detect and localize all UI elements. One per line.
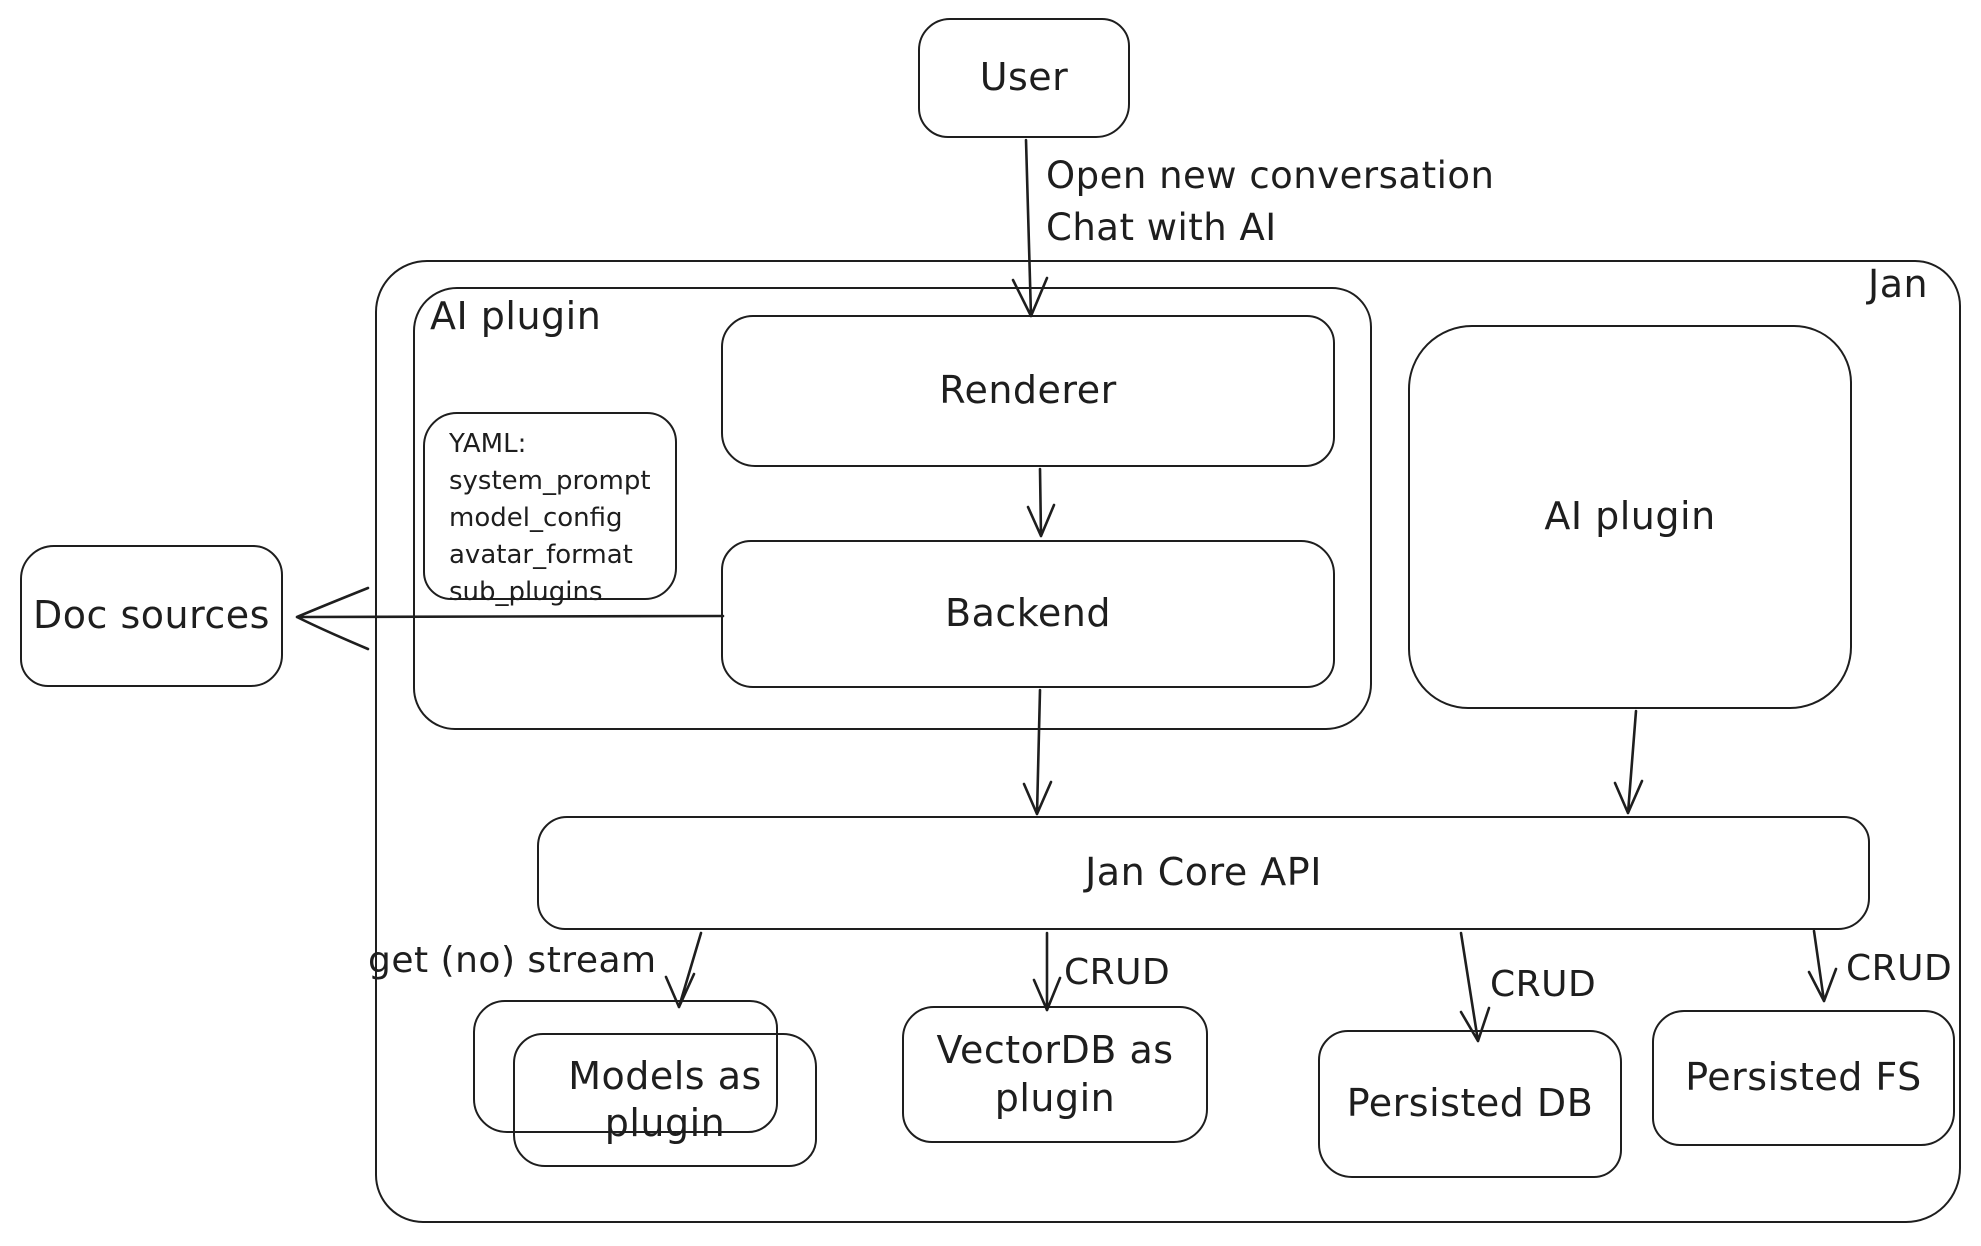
jan-core-api-node: Jan Core API	[537, 816, 1870, 930]
persisted-db-label: Persisted DB	[1346, 1081, 1594, 1126]
renderer-node: Renderer	[721, 315, 1335, 467]
user-node-label: User	[979, 55, 1069, 100]
crud-label-persisted-fs: CRUD	[1846, 948, 1953, 989]
persisted-db-node: Persisted DB	[1318, 1030, 1622, 1178]
ai-plugin-group-label: AI plugin	[430, 294, 602, 338]
models-plugin-label: Models as plugin	[568, 1053, 762, 1146]
crud-label-vectordb: CRUD	[1064, 952, 1171, 993]
ai-plugin-right-node: AI plugin	[1408, 325, 1852, 709]
persisted-fs-node: Persisted FS	[1652, 1010, 1955, 1146]
vectordb-plugin-label: VectorDB as plugin	[936, 1028, 1174, 1120]
ai-plugin-group-box	[413, 287, 1372, 730]
get-no-stream-label: get (no) stream	[368, 940, 657, 981]
ai-plugin-right-label: AI plugin	[1544, 494, 1716, 539]
backend-node: Backend	[721, 540, 1335, 688]
persisted-fs-label: Persisted FS	[1685, 1055, 1922, 1100]
user-flow-label-line1: Open new conversation	[1046, 154, 1495, 197]
user-flow-label: Open new conversation Chat with AI	[1046, 150, 1494, 254]
backend-node-label: Backend	[945, 591, 1111, 636]
user-node: User	[918, 18, 1130, 138]
jan-container-label: Jan	[1868, 262, 1929, 306]
models-plugin-back-box	[473, 1000, 778, 1133]
vectordb-plugin-node: VectorDB as plugin	[902, 1006, 1208, 1143]
yaml-note: YAML: system_prompt model_config avatar_…	[423, 412, 677, 607]
models-plugin-node: Models as plugin	[513, 1033, 817, 1167]
doc-sources-label: Doc sources	[33, 593, 270, 638]
user-flow-label-line2: Chat with AI	[1046, 206, 1277, 249]
yaml-note-text: YAML: system_prompt model_config avatar_…	[449, 429, 651, 607]
jan-container-box	[375, 260, 1961, 1223]
jan-core-api-label: Jan Core API	[1085, 850, 1322, 895]
renderer-node-label: Renderer	[939, 368, 1117, 413]
doc-sources-node: Doc sources	[20, 545, 283, 687]
crud-label-persisted-db: CRUD	[1490, 964, 1597, 1005]
